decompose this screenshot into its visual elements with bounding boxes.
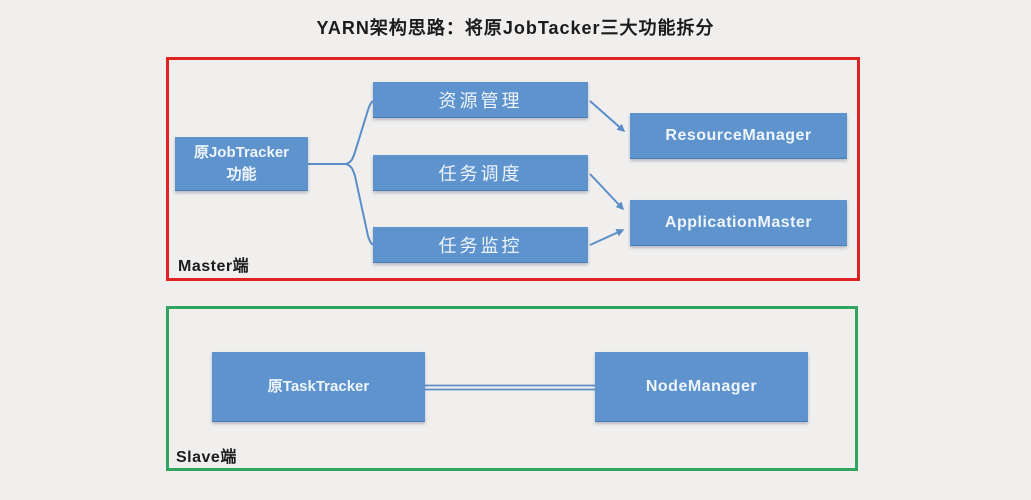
- node-task-monitoring: 任务监控: [373, 227, 588, 263]
- node-application-master: ApplicationMaster: [630, 200, 847, 246]
- node-resource-manager: ResourceManager: [630, 113, 847, 159]
- diagram-title: YARN架构思路：将原JobTacker三大功能拆分: [316, 18, 715, 38]
- master-section-frame: [166, 57, 860, 281]
- node-tasktracker: 原TaskTracker: [212, 352, 425, 422]
- master-section-label: Master端: [178, 258, 250, 275]
- node-jobtracker-line1: 原JobTracker: [193, 143, 290, 161]
- node-node-manager: NodeManager: [595, 352, 808, 422]
- node-jobtracker: 原JobTracker 功能: [175, 137, 308, 191]
- node-resource-management: 资源管理: [373, 82, 588, 118]
- node-jobtracker-line2: 功能: [226, 165, 257, 183]
- node-task-scheduling: 任务调度: [373, 155, 588, 191]
- slave-section-frame: [166, 306, 858, 471]
- slave-section-label: Slave端: [176, 449, 237, 466]
